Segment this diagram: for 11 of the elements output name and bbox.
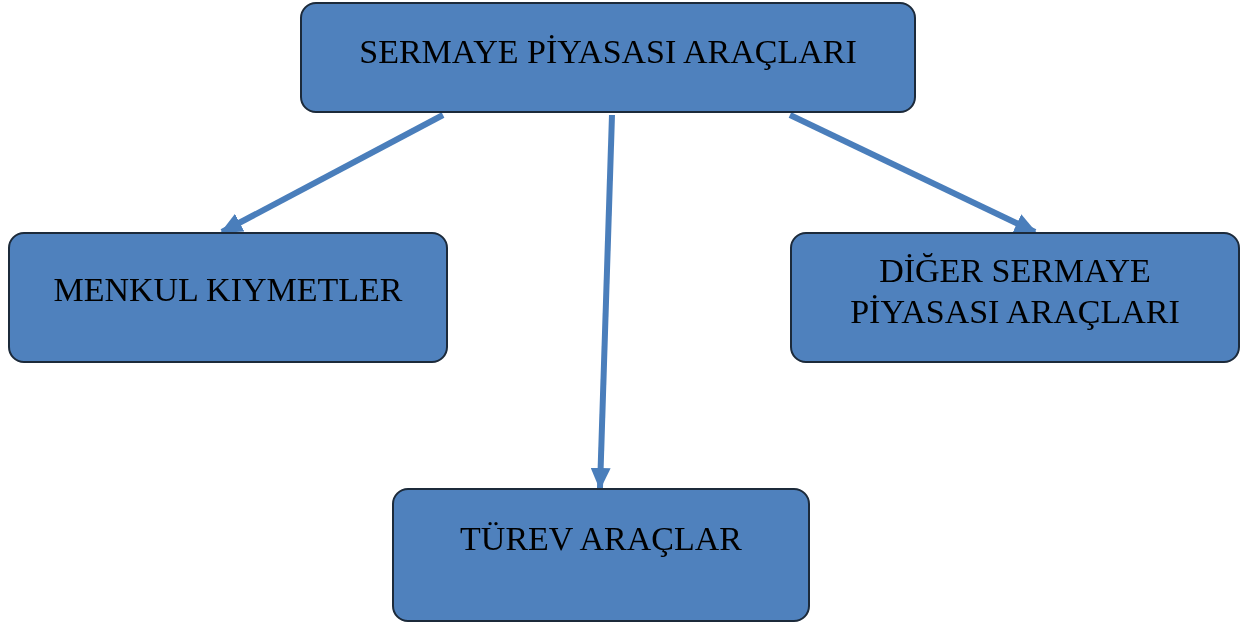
process-box xyxy=(392,488,810,622)
process-box xyxy=(8,232,448,363)
box-label: TÜREV ARAÇLAR xyxy=(460,518,742,559)
box-label: MENKUL KIYMETLER xyxy=(53,270,403,311)
arrow xyxy=(590,114,615,490)
box-label: SERMAYE PİYASASI ARAÇLARI xyxy=(359,32,857,73)
arrow xyxy=(788,112,1037,235)
process-box xyxy=(300,2,916,113)
box-label: DİĞER SERMAYE PİYASASI ARAÇLARI xyxy=(849,250,1181,332)
arrow xyxy=(220,112,445,235)
process-box xyxy=(790,232,1240,363)
